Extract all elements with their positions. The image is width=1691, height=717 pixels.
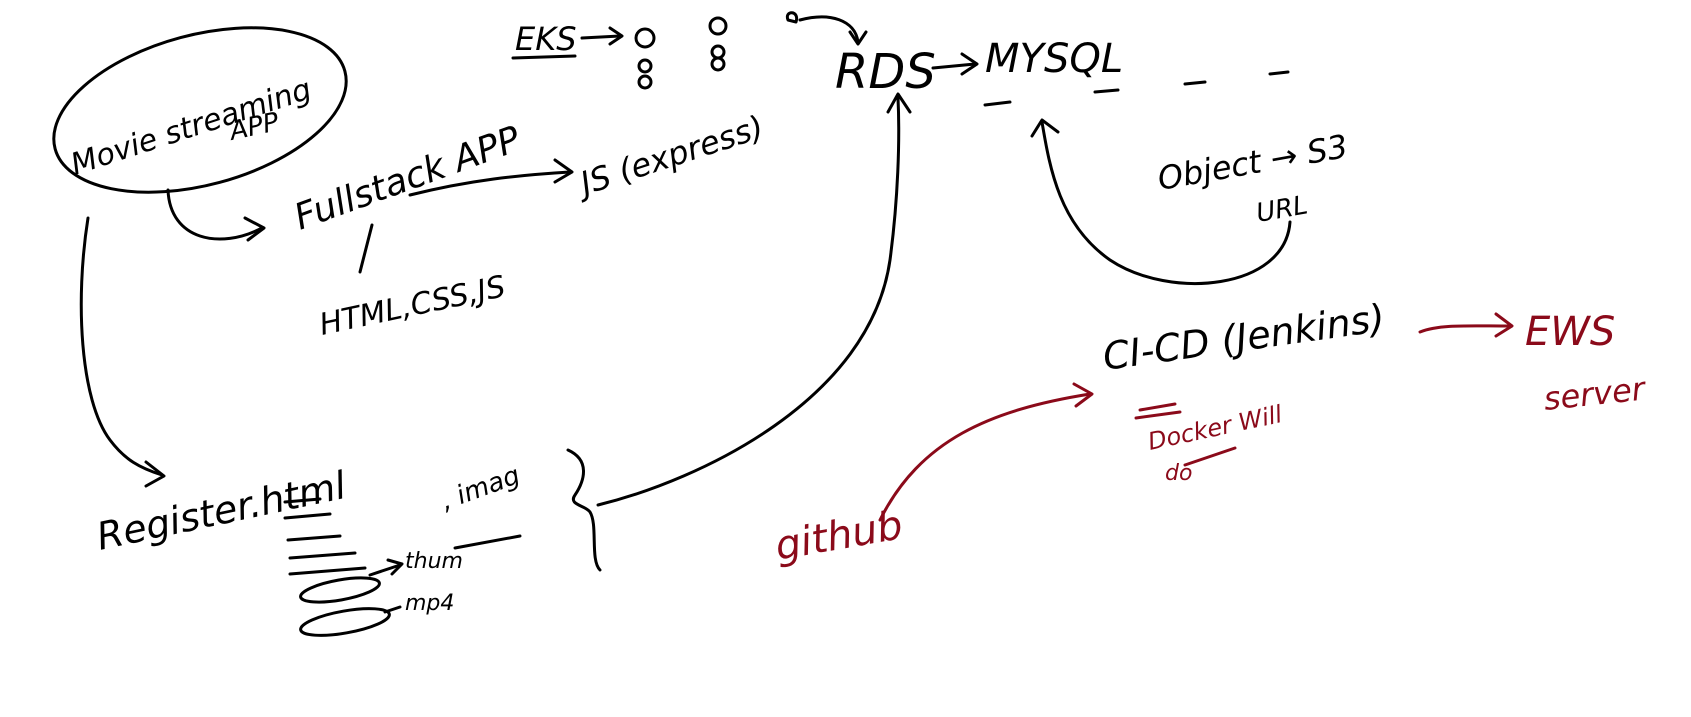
arrow-url-to-mysql xyxy=(1040,120,1292,285)
arrowhead-fullstack xyxy=(243,216,266,242)
register-brace xyxy=(566,448,602,572)
arrow-fullstack-to-js xyxy=(408,170,572,197)
rds-label: RDS xyxy=(835,44,936,100)
arrow-movie-to-register xyxy=(79,216,164,477)
arrowhead-rds-top xyxy=(848,30,868,46)
arrowhead-js xyxy=(553,158,574,184)
movie-app-ellipse xyxy=(52,26,348,194)
ews-label: EWS xyxy=(1525,309,1615,355)
arrowhead-eks xyxy=(608,26,624,46)
fullstack-to-html-line xyxy=(358,223,374,274)
arrow-github-to-cicd xyxy=(878,392,1092,522)
object-s3-label: Object → S3 xyxy=(1155,127,1351,198)
arrow-register-to-rds xyxy=(596,96,901,507)
eks-pods xyxy=(634,11,799,90)
arrow-rds-to-mysql xyxy=(931,62,977,70)
thumb-label: thum xyxy=(405,549,463,574)
github-label: github xyxy=(772,502,906,570)
mp4-label: mp4 xyxy=(405,591,454,616)
arrow-movie-to-fullstack xyxy=(166,188,264,241)
server-label: server xyxy=(1542,369,1649,418)
js-express-label: JS (express) xyxy=(570,108,768,205)
docker-lines xyxy=(1134,402,1182,420)
image-label: , imag xyxy=(437,461,524,517)
mysql-label: MYSQL xyxy=(985,36,1123,82)
html-css-js-label: HTML,CSS,JS xyxy=(316,269,508,343)
register-label: Register.html xyxy=(93,463,350,559)
cicd-label: CI-CD (Jenkins) xyxy=(1100,296,1387,379)
arrowhead-mysql xyxy=(960,52,979,76)
register-form-lines xyxy=(283,497,404,637)
arrowhead-mysql-bottom xyxy=(1030,118,1060,138)
eks-underline xyxy=(511,54,577,60)
docker-underline xyxy=(1183,446,1237,467)
eks-label: EKS xyxy=(515,20,577,58)
mysql-dashes xyxy=(983,70,1290,107)
arrow-pods-to-rds xyxy=(798,15,860,44)
arrowhead-cicd xyxy=(1072,382,1094,408)
arrowhead-ews xyxy=(1494,312,1514,338)
docker-label: Docker Will xyxy=(1145,400,1284,456)
arrowhead-register xyxy=(144,460,166,488)
arrow-eks xyxy=(580,34,622,40)
arrowhead-rds-bottom xyxy=(886,92,912,114)
thumb-underline xyxy=(453,534,522,550)
url-label: URL xyxy=(1254,190,1310,229)
arrow-cicd-to-ews xyxy=(1418,324,1512,334)
